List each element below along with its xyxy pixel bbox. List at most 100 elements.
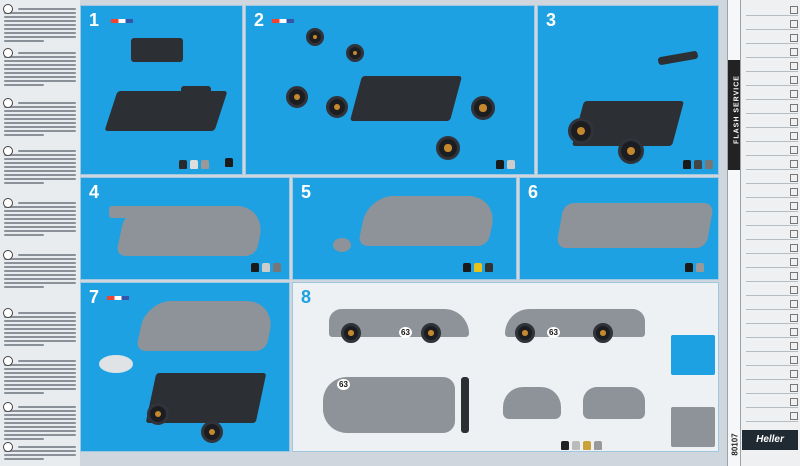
text-line	[4, 106, 76, 108]
dashboard-part	[131, 38, 183, 62]
step-marker-icon	[3, 146, 13, 156]
text-line	[4, 174, 76, 176]
text-line	[4, 234, 44, 236]
rear-wing-part	[461, 377, 469, 433]
step-number: 2	[254, 10, 265, 30]
instruction-paragraph	[3, 198, 76, 238]
kit-code: 80107	[730, 433, 740, 456]
wheel-part	[568, 118, 594, 144]
text-line	[18, 102, 76, 104]
step-marker-icon	[3, 48, 13, 58]
text-line	[4, 274, 76, 276]
wheel-part	[341, 323, 361, 343]
text-line	[4, 340, 76, 342]
paint-pots	[463, 263, 493, 272]
step-panel-7: 7	[80, 282, 290, 452]
instruction-paragraph	[3, 356, 76, 396]
paint-color-bar	[111, 19, 133, 23]
instruction-paragraph	[3, 250, 76, 290]
race-number-decal: 63	[547, 327, 560, 338]
step-panel-1: 1	[80, 5, 243, 175]
text-line	[18, 150, 76, 152]
wheel-part	[515, 323, 535, 343]
text-line	[4, 84, 44, 86]
paint-pots	[685, 263, 704, 272]
text-line	[4, 214, 76, 216]
flash-service-column: FLASH SERVICE	[727, 0, 800, 466]
body-shell-part	[357, 196, 499, 246]
text-line	[4, 36, 76, 38]
step-panel-6: 6	[519, 177, 719, 280]
text-line	[18, 360, 76, 362]
text-line	[4, 28, 76, 30]
detail-inset	[671, 335, 715, 375]
text-line	[4, 210, 76, 212]
text-line	[4, 12, 76, 14]
text-line	[4, 230, 76, 232]
wheel-part	[306, 28, 324, 46]
text-line	[4, 68, 76, 70]
text-line	[4, 158, 76, 160]
text-line	[4, 258, 76, 260]
text-line	[4, 122, 76, 124]
text-line	[18, 202, 76, 204]
wheel-part	[286, 86, 308, 108]
text-line	[18, 312, 76, 314]
paint-pots	[683, 160, 713, 169]
step-panel-2: 2	[245, 5, 535, 175]
text-line	[4, 64, 76, 66]
text-line	[4, 76, 76, 78]
car-rear-view	[583, 387, 645, 419]
text-line	[4, 450, 76, 452]
step-number: 6	[528, 182, 539, 202]
step-number: 4	[89, 182, 100, 202]
text-line	[4, 278, 76, 280]
text-line	[4, 388, 76, 390]
text-line	[4, 316, 76, 318]
instruction-paragraph	[3, 4, 76, 44]
step-marker-icon	[3, 98, 13, 108]
instruction-paragraph	[3, 48, 76, 88]
step-marker-icon	[3, 402, 13, 412]
step-marker-icon	[3, 356, 13, 366]
race-number-decal: 63	[399, 327, 412, 338]
wheel-part	[421, 323, 441, 343]
text-line	[4, 126, 76, 128]
text-line	[4, 60, 76, 62]
body-panel-part	[109, 206, 149, 218]
text-line	[4, 170, 76, 172]
car-front-view	[503, 387, 561, 419]
text-line	[4, 134, 44, 136]
text-line	[4, 368, 76, 370]
paint-pots-row	[179, 160, 209, 169]
text-line	[4, 344, 44, 346]
text-line	[4, 376, 76, 378]
step-panel-8-decals: 8 63 63 63	[292, 282, 719, 452]
paint-pots	[561, 441, 602, 450]
instruction-paragraph	[3, 146, 76, 186]
paint-pots	[251, 263, 281, 272]
text-line	[18, 446, 76, 448]
text-line	[4, 114, 76, 116]
wheel-part	[346, 44, 364, 62]
paint-color-bar	[107, 296, 129, 300]
text-line	[4, 364, 76, 366]
text-line	[4, 218, 76, 220]
instruction-paragraph	[3, 98, 76, 138]
text-line	[4, 182, 44, 184]
flash-service-heading: FLASH SERVICE	[728, 60, 741, 170]
text-line	[4, 32, 76, 34]
text-line	[4, 418, 76, 420]
instructions-text-column	[0, 0, 80, 466]
text-line	[4, 384, 76, 386]
text-line	[4, 438, 44, 440]
text-line	[4, 410, 76, 412]
text-line	[4, 282, 76, 284]
interior-tub-part	[556, 203, 714, 248]
step-marker-icon	[3, 250, 13, 260]
step-panel-5: 5	[292, 177, 517, 280]
step-marker-icon	[3, 442, 13, 452]
order-form-rows	[746, 4, 798, 424]
step-panel-4: 4	[80, 177, 290, 280]
heller-logo: Heller	[742, 430, 798, 450]
